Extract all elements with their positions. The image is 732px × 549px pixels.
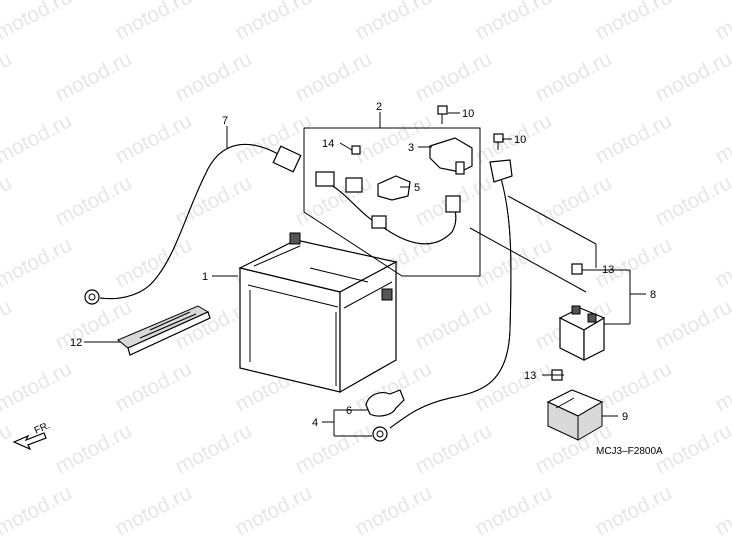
watermark-text: motod.ru [292, 47, 376, 106]
callout-12: 12 [70, 337, 82, 349]
watermark-text: motod.ru [112, 481, 196, 540]
watermark-text: motod.ru [532, 47, 616, 106]
watermark-text: motod.ru [52, 419, 136, 478]
positive-cable [372, 159, 513, 442]
watermark-text: motod.ru [532, 171, 616, 230]
harness-group [303, 112, 481, 277]
negative-cable [84, 144, 302, 305]
watermark-text: motod.ru [592, 233, 676, 292]
watermark-text: motod.ru [352, 481, 436, 540]
watermark-text: motod.ru [652, 47, 732, 106]
relay-group [469, 195, 606, 361]
watermark-text: motod.ru [652, 419, 732, 478]
callout-13-b: 13 [524, 370, 536, 382]
watermark-text: motod.ru [0, 357, 76, 416]
callout-7: 7 [222, 115, 228, 127]
watermark-text: motod.ru [0, 0, 76, 44]
watermark-text: motod.ru [652, 171, 732, 230]
watermark-text: motod.ru [652, 295, 732, 354]
watermark-text: motod.ru [0, 419, 16, 478]
watermark-text: motod.ru [592, 109, 676, 168]
diagram-code: MCJ3–F2800A [596, 446, 663, 457]
watermark-text: motod.ru [0, 481, 76, 540]
callout-6: 6 [346, 405, 352, 417]
callout-1: 1 [202, 271, 208, 283]
callout-9: 9 [622, 411, 628, 423]
callout-8: 8 [650, 289, 656, 301]
watermark-text: motod.ru [472, 481, 556, 540]
callout-10-b: 10 [514, 134, 526, 146]
watermark-text: motod.ru [112, 0, 196, 44]
watermark-text: motod.ru [712, 481, 732, 540]
watermark-text: motod.ru [472, 233, 556, 292]
callout-14: 14 [322, 138, 334, 150]
watermark-text: motod.ru [112, 357, 196, 416]
watermark-text: motod.ru [712, 357, 732, 416]
watermark-text: motod.ru [0, 47, 16, 106]
watermark-text: motod.ru [592, 357, 676, 416]
band [117, 305, 211, 356]
watermark-text: motod.ru [412, 47, 496, 106]
watermark-text: motod.ru [0, 171, 16, 230]
watermark-text: motod.ru [712, 109, 732, 168]
watermark-text: motod.ru [232, 0, 316, 44]
watermark-text: motod.ru [232, 109, 316, 168]
callout-2: 2 [376, 101, 382, 113]
callout-13-a: 13 [602, 264, 614, 276]
watermark-text: motod.ru [0, 109, 76, 168]
callout-labels: 1 2 3 4 5 6 7 8 9 10 10 12 13 13 14 [70, 101, 656, 429]
watermark-text: motod.ru [52, 171, 136, 230]
watermark-text: motod.ru [472, 0, 556, 44]
watermark-text: motod.ru [232, 481, 316, 540]
watermark-text: motod.ru [172, 171, 256, 230]
relay-cover [546, 389, 604, 441]
callout-10-a: 10 [462, 108, 474, 120]
watermark-text: motod.ru [352, 109, 436, 168]
watermark-text: motod.ru [592, 0, 676, 44]
callout-5: 5 [414, 182, 420, 194]
battery [238, 232, 398, 394]
callout-4: 4 [312, 417, 318, 429]
watermark-text: motod.ru [112, 233, 196, 292]
watermark-text: motod.ru [172, 419, 256, 478]
watermark-text: motod.ru [352, 0, 436, 44]
watermark-text: motod.ru [412, 295, 496, 354]
leader-lines [84, 112, 646, 437]
watermark-text: motod.ru [172, 47, 256, 106]
watermark-text: motod.ru [0, 295, 16, 354]
watermark-text: motod.ru [0, 233, 76, 292]
watermark-text: motod.ru [412, 419, 496, 478]
callout-3: 3 [408, 142, 414, 154]
watermark-text: motod.ru [52, 47, 136, 106]
direction-label: FR. [33, 420, 52, 437]
watermark-text: motod.ru [112, 109, 196, 168]
boot [365, 389, 405, 417]
watermark-text: motod.ru [712, 0, 732, 44]
watermark-text: motod.ru [712, 233, 732, 292]
front-direction-arrow: FR. [12, 420, 52, 451]
bolt [437, 105, 504, 150]
watermark-text: motod.ru [592, 481, 676, 540]
